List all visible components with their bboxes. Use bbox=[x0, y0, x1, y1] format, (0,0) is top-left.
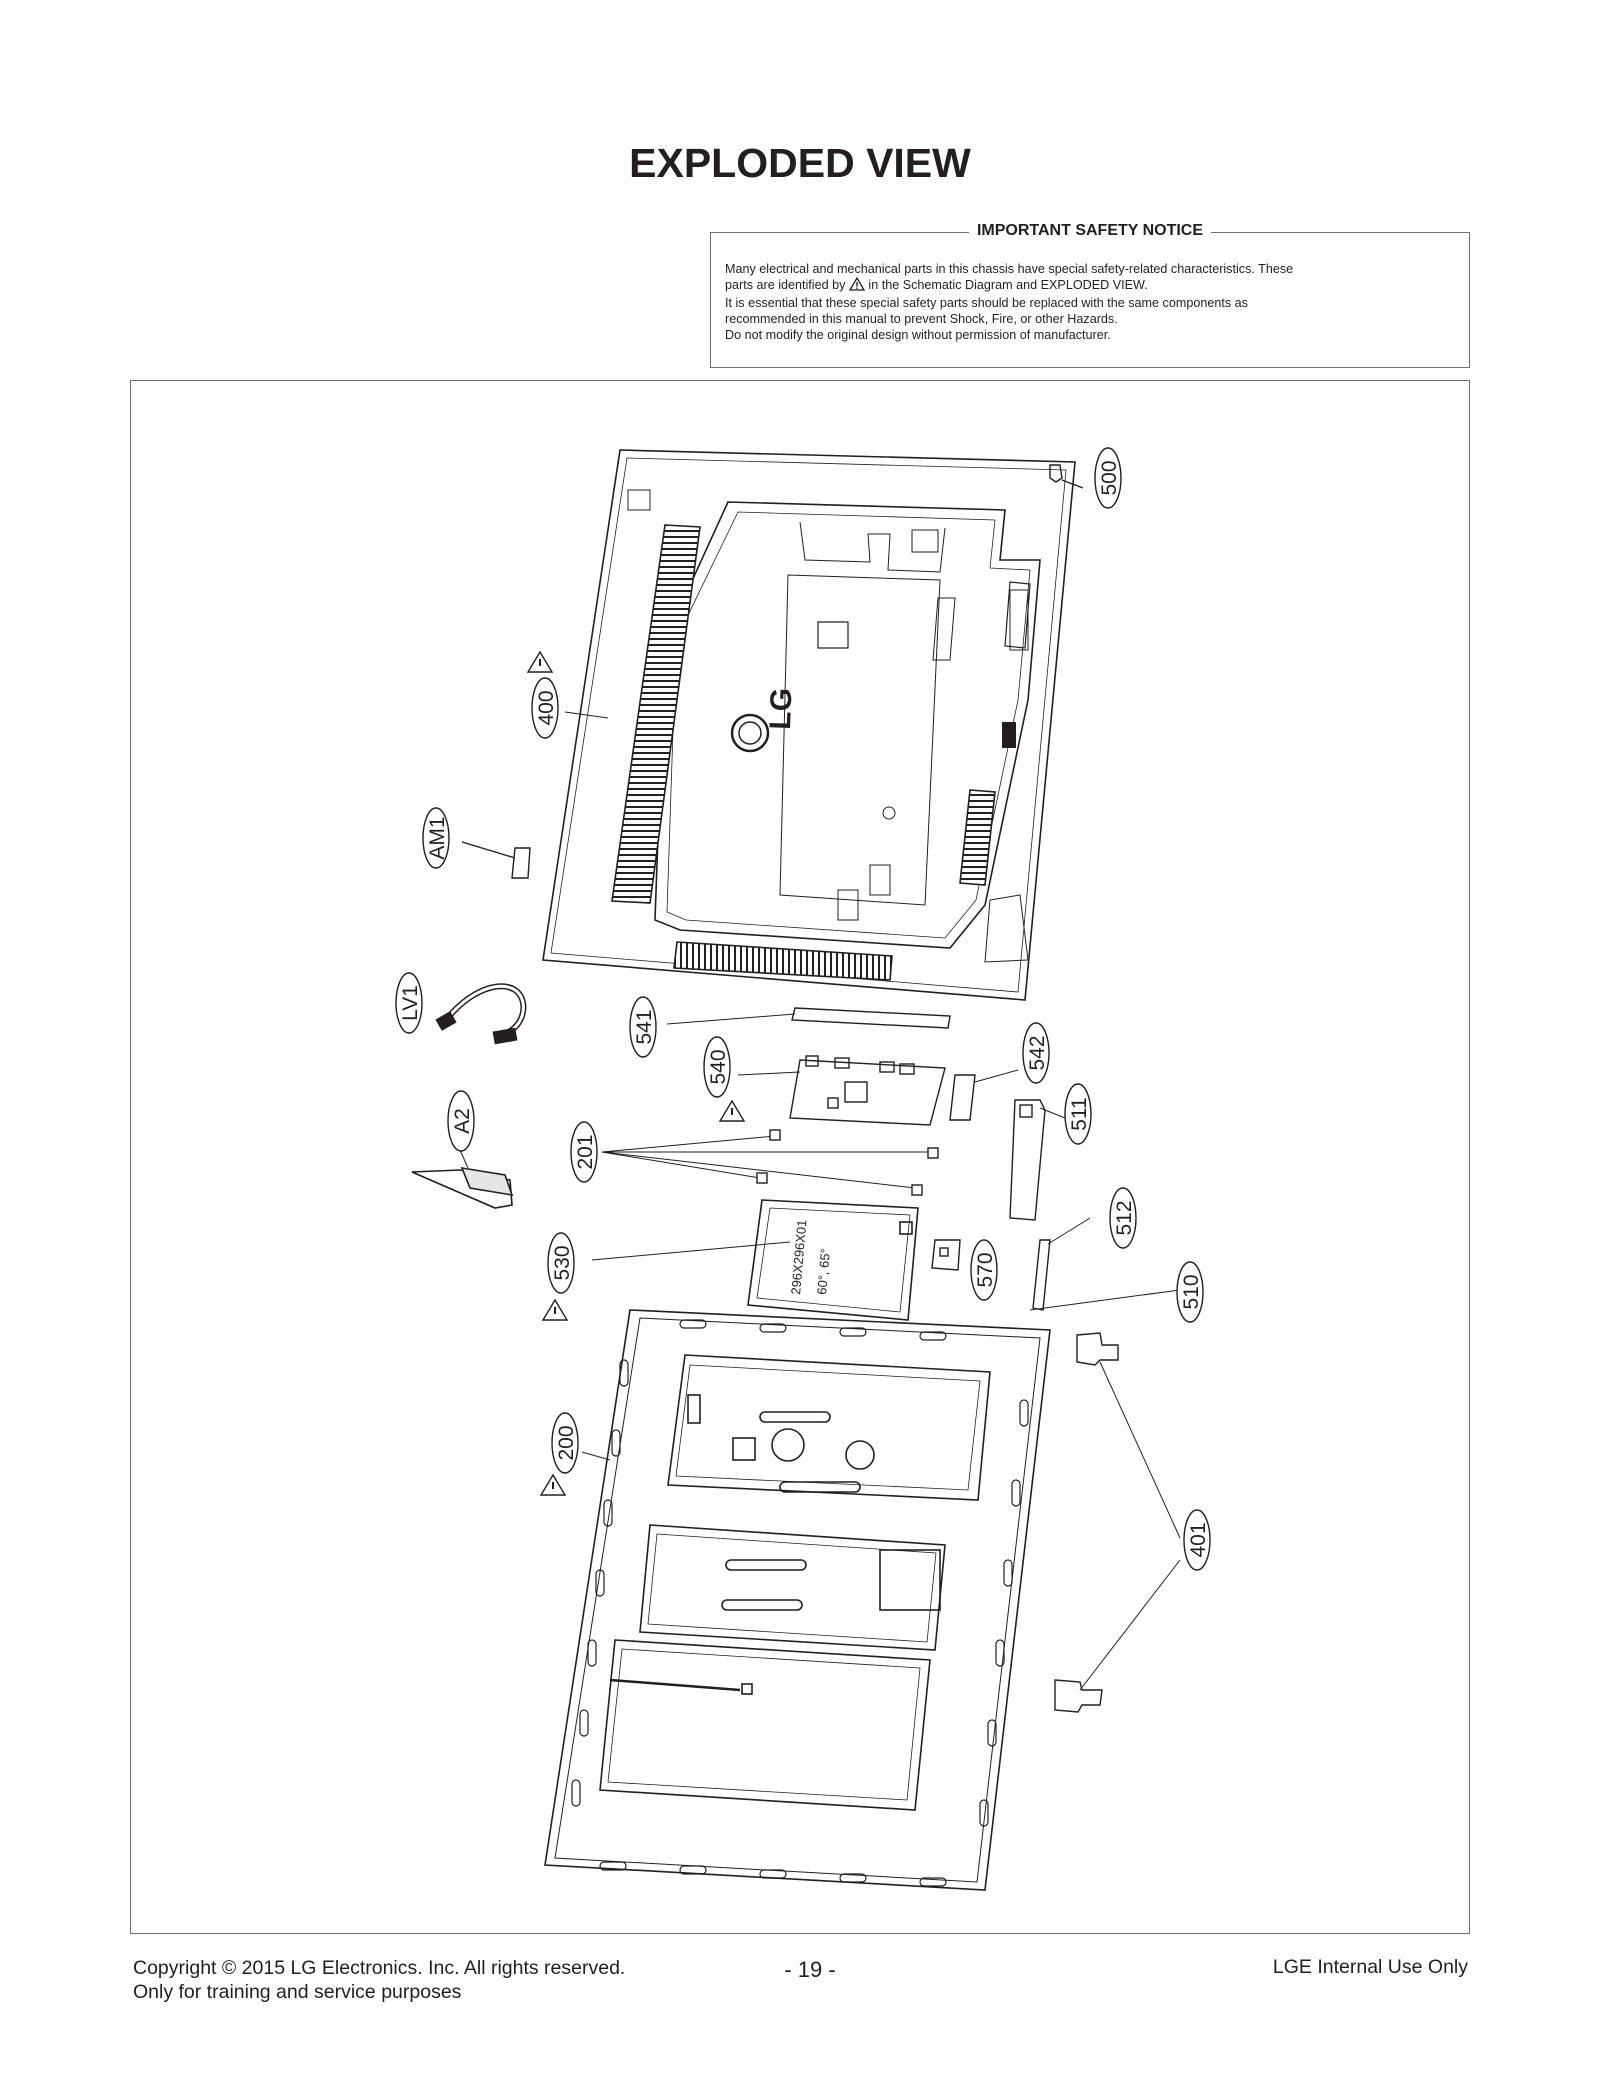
svg-text:510: 510 bbox=[1180, 1274, 1203, 1309]
warning-triangle-icon bbox=[848, 276, 866, 295]
svg-text:540: 540 bbox=[707, 1049, 730, 1084]
warning-triangle-icon bbox=[541, 1298, 569, 1321]
notice-line: Many electrical and mechanical parts in … bbox=[725, 262, 1294, 276]
footer-classification: LGE Internal Use Only bbox=[1272, 1956, 1468, 1978]
vent-bottom bbox=[673, 941, 893, 981]
module-code-text: 296X296X01 bbox=[788, 1219, 809, 1295]
module-angle-text: 60°, 65° bbox=[814, 1248, 833, 1296]
part-541-strip bbox=[666, 1007, 951, 1029]
part-A2-stand bbox=[411, 1149, 514, 1209]
purpose-text: Only for training and service purposes bbox=[133, 1981, 462, 2003]
svg-text:401: 401 bbox=[1187, 1522, 1210, 1557]
callout-401: 401 bbox=[1183, 1509, 1211, 1571]
back-cover-400 bbox=[542, 449, 1076, 1001]
safety-notice-box: IMPORTANT SAFETY NOTICE Many electrical … bbox=[710, 222, 1470, 368]
warning-triangle-icon bbox=[539, 1473, 567, 1496]
vent-left bbox=[611, 524, 701, 904]
svg-text:541: 541 bbox=[633, 1009, 656, 1044]
svg-text:542: 542 bbox=[1026, 1035, 1049, 1070]
safety-notice-body: Many electrical and mechanical parts in … bbox=[725, 261, 1455, 343]
svg-text:500: 500 bbox=[1098, 460, 1121, 495]
part-AM1-clip bbox=[461, 841, 531, 879]
callout-512: 512 bbox=[1109, 1187, 1137, 1249]
svg-text:530: 530 bbox=[551, 1245, 574, 1280]
callout-570: 570 bbox=[970, 1239, 998, 1301]
svg-text:511: 511 bbox=[1068, 1097, 1091, 1130]
callout-541: 541 bbox=[629, 996, 657, 1058]
callout-511: 511 bbox=[1064, 1083, 1092, 1145]
warning-triangle-icon bbox=[718, 1099, 746, 1122]
page-number: - 19 - bbox=[784, 1957, 836, 1982]
callout-400: 400 bbox=[531, 677, 559, 739]
svg-text:LV1: LV1 bbox=[399, 985, 422, 1021]
connector-block bbox=[1002, 722, 1016, 748]
part-512-board bbox=[1032, 1217, 1091, 1311]
callout-510: 510 bbox=[1176, 1261, 1204, 1323]
page-title: EXPLODED VIEW bbox=[629, 140, 971, 186]
callout-201: 201 bbox=[570, 1121, 598, 1183]
lg-logo-text: LG bbox=[764, 687, 798, 730]
svg-text:570: 570 bbox=[974, 1252, 997, 1287]
part-500-bracket bbox=[1049, 464, 1084, 489]
part-540-main-board bbox=[737, 1055, 946, 1126]
callout-200: 200 bbox=[551, 1412, 579, 1474]
part-570-board bbox=[931, 1239, 961, 1271]
notice-line: parts are identified by in the Schematic… bbox=[725, 276, 1455, 295]
copyright-text: Copyright © 2015 LG Electronics. Inc. Al… bbox=[133, 1957, 626, 1979]
frame-edge-slots bbox=[571, 1319, 1029, 1887]
callout-A2: A2 bbox=[447, 1090, 475, 1152]
front-frame-200 bbox=[544, 1309, 1051, 1891]
part-542-cable bbox=[949, 1069, 1019, 1121]
callout-540: 540 bbox=[703, 1036, 731, 1098]
callout-500: 500 bbox=[1094, 447, 1122, 509]
warning-triangle-icon bbox=[526, 650, 554, 673]
part-401-hinges bbox=[1054, 1332, 1181, 1713]
callout-LV1: LV1 bbox=[395, 972, 423, 1034]
vent-right bbox=[959, 789, 996, 886]
svg-text:201: 201 bbox=[574, 1134, 597, 1169]
callout-542: 542 bbox=[1022, 1022, 1050, 1084]
svg-text:512: 512 bbox=[1113, 1200, 1136, 1235]
callout-530: 530 bbox=[547, 1232, 575, 1294]
diagram-frame bbox=[130, 380, 1470, 1934]
callout-AM1: AM1 bbox=[422, 807, 450, 869]
notice-line: It is essential that these special safet… bbox=[725, 296, 1248, 310]
svg-text:400: 400 bbox=[535, 690, 558, 725]
svg-text:A2: A2 bbox=[451, 1108, 474, 1134]
svg-text:AM1: AM1 bbox=[426, 816, 449, 859]
part-511-bracket bbox=[1009, 1099, 1071, 1221]
part-530-module bbox=[591, 1199, 919, 1321]
part-LV1-cable bbox=[435, 983, 527, 1045]
notice-line: Do not modify the original design withou… bbox=[725, 328, 1111, 342]
footer-copyright: Copyright © 2015 LG Electronics. Inc. Al… bbox=[133, 1956, 625, 2004]
safety-notice-heading: IMPORTANT SAFETY NOTICE bbox=[968, 222, 1212, 239]
svg-text:200: 200 bbox=[555, 1425, 578, 1460]
part-201-screws bbox=[601, 1129, 939, 1196]
notice-line: recommended in this manual to prevent Sh… bbox=[725, 312, 1118, 326]
